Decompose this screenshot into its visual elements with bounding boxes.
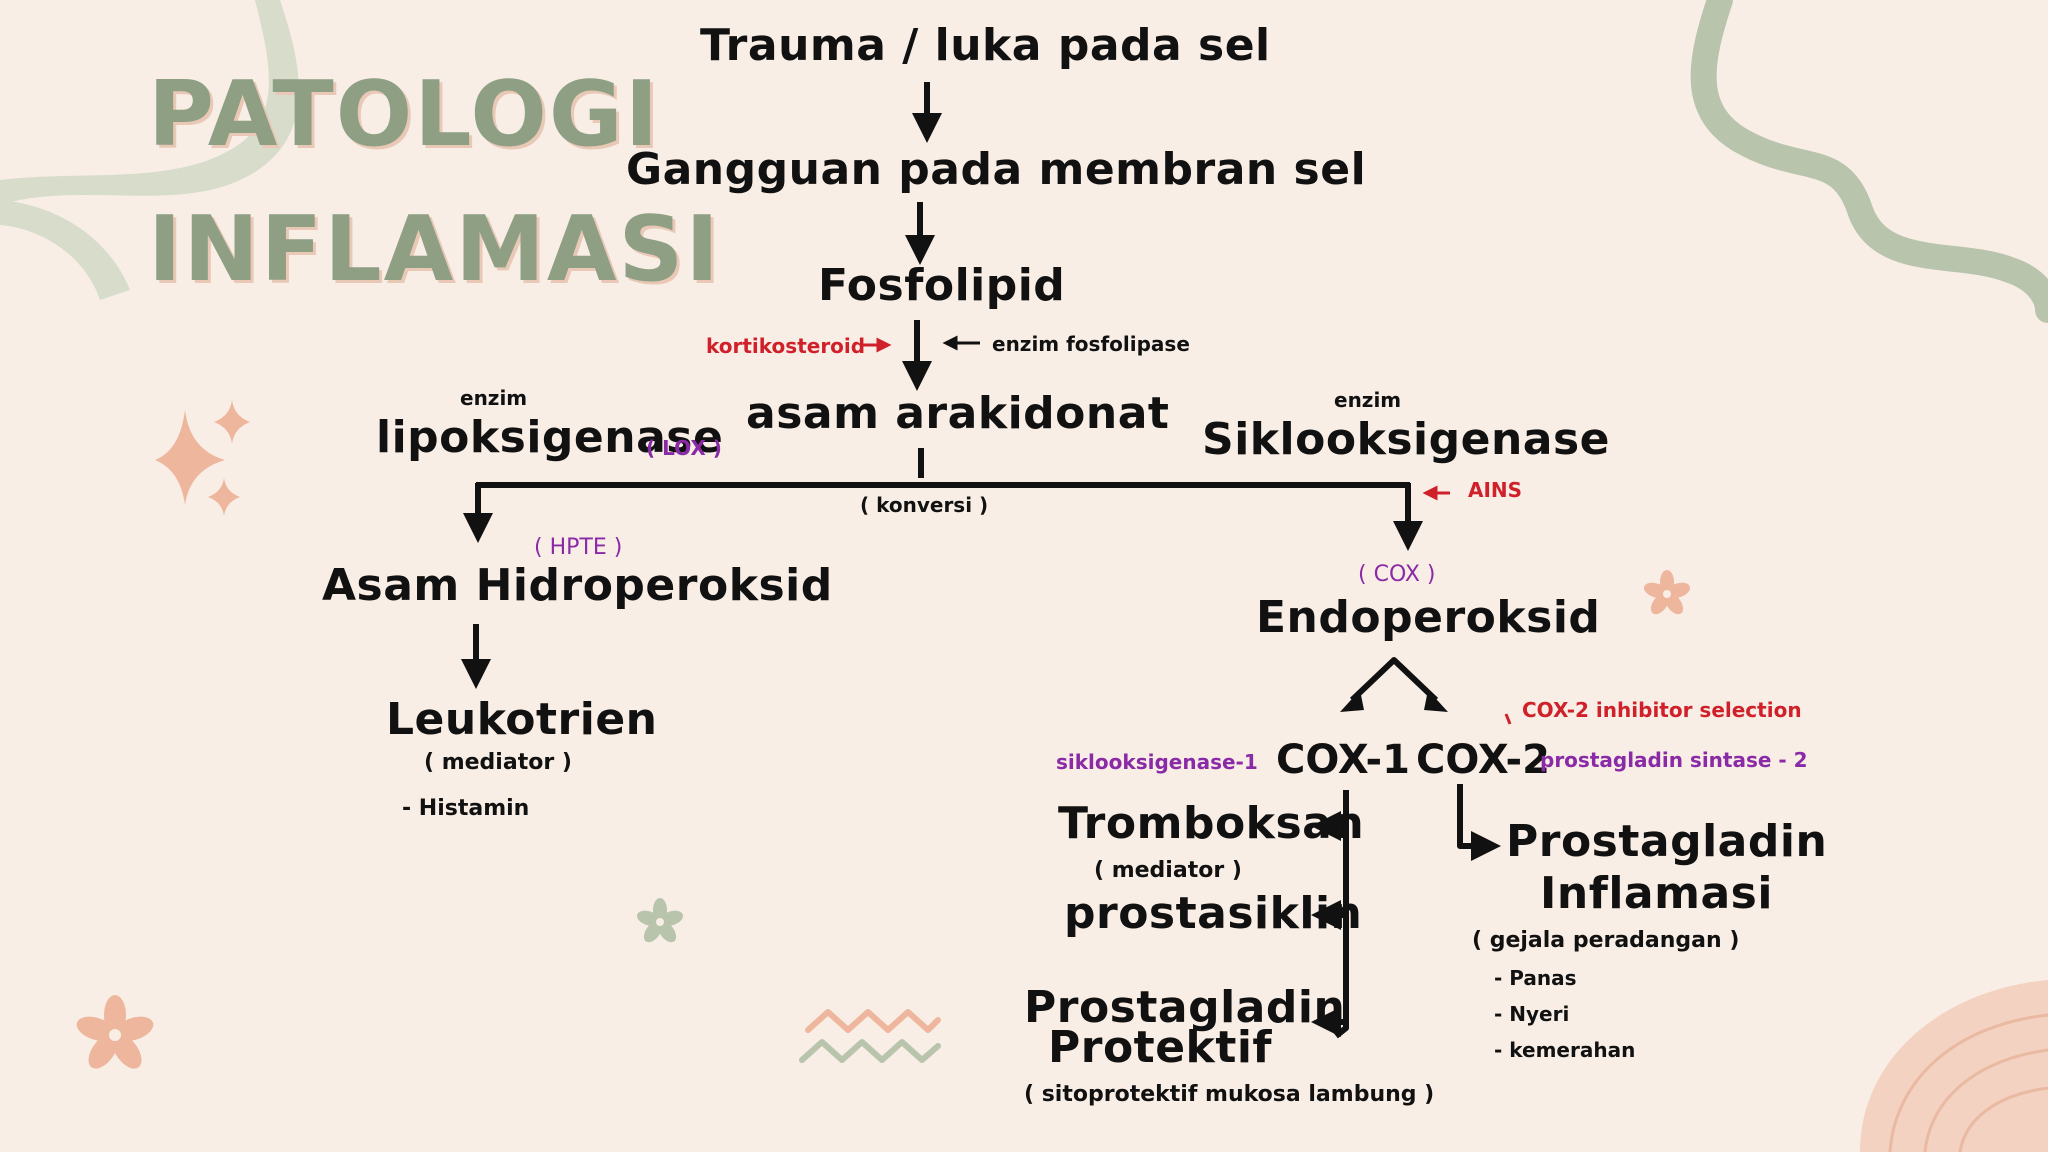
node-asam-hidroperoksid: Asam Hidroperoksid [322, 560, 833, 611]
label-enzim-fosfolipase: enzim fosfolipase [992, 332, 1190, 356]
label-kemerahan: - kemerahan [1494, 1038, 1636, 1062]
label-kortikosteroid: kortikosteroid [706, 334, 866, 358]
flower-icon [76, 995, 154, 1069]
node-leukotrien: Leukotrien [386, 694, 658, 745]
label-enzim-left: enzim [460, 386, 528, 410]
label-lox: ( LOX ) [646, 436, 722, 460]
label-nyeri: - Nyeri [1494, 1002, 1570, 1026]
label-cox2-inhibitor: COX-2 inhibitor selection [1522, 698, 1802, 722]
node-lipoksigenase: lipoksigenase [376, 412, 724, 463]
node-prostagladin-protektif-1: Prostagladin [1024, 982, 1346, 1033]
label-histamin: - Histamin [402, 796, 530, 821]
sage-swirl-top-left [0, 0, 299, 205]
zigzag-decoration [805, 1009, 941, 1033]
flower-icon [1643, 570, 1691, 615]
zigzag-decoration [799, 1039, 941, 1063]
flower-icon [636, 898, 684, 943]
split-arrow [1349, 657, 1439, 703]
node-fosfolipid: Fosfolipid [818, 260, 1066, 311]
label-mediator-left: ( mediator ) [424, 750, 572, 775]
label-prostagladin-sintase-2: prostagladin sintase - 2 [1540, 748, 1808, 772]
label-konversi: ( konversi ) [860, 493, 989, 517]
label-mediator-right: ( mediator ) [1094, 858, 1242, 883]
node-asam-arakidonat: asam arakidonat [746, 388, 1170, 439]
sage-swirl-left [0, 200, 130, 300]
node-prostagladin-inflamasi-1: Prostagladin [1506, 816, 1828, 867]
label-panas: - Panas [1494, 966, 1577, 990]
sparkle-icon [155, 410, 225, 505]
node-siklooksigenase: Siklooksigenase [1202, 414, 1610, 465]
node-prostasiklin: prostasiklin [1064, 888, 1363, 939]
sparkle-icon [214, 400, 250, 444]
node-tromboksan: Tromboksan [1058, 798, 1365, 849]
node-prostagladin-protektif-2: Protektif [1048, 1022, 1273, 1073]
title-line-2: INFLAMASI [148, 197, 721, 302]
node-cox1: COX-1 [1276, 737, 1410, 783]
label-enzim-right: enzim [1334, 388, 1402, 412]
label-cox: ( COX ) [1358, 562, 1436, 587]
label-sitoprotektif: ( sitoprotektif mukosa lambung ) [1024, 1082, 1435, 1107]
sage-wave-top-right [1690, 0, 2048, 323]
node-prostagladin-inflamasi-2: Inflamasi [1540, 868, 1773, 919]
node-cox2: COX-2 [1416, 737, 1550, 783]
node-endoperoksid: Endoperoksid [1256, 592, 1601, 643]
label-siklooksigenase-1: siklooksigenase-1 [1056, 750, 1258, 774]
peach-circles-bottom-right [1860, 980, 2048, 1152]
label-gejala: ( gejala peradangan ) [1472, 928, 1740, 953]
node-trauma: Trauma / luka pada sel [700, 20, 1271, 71]
label-hpte: ( HPTE ) [534, 535, 623, 560]
node-gangguan: Gangguan pada membran sel [626, 144, 1367, 195]
title-line-1: PATOLOGI [148, 62, 661, 167]
sparkle-icon [208, 478, 240, 516]
label-ains: AINS [1468, 478, 1523, 502]
